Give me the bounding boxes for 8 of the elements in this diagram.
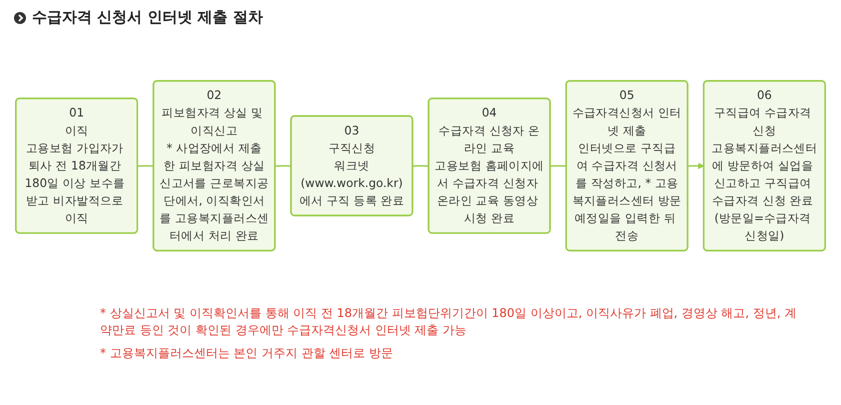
connector (138, 164, 154, 167)
connector (412, 164, 429, 167)
footnote: * 상실신고서 및 이직확인서를 통해 이직 전 18개월간 피보험단위기간이 180일 이상이고, 이직사유가 폐업, 경영상 해고, 정년, 계약만료 등인 것이 확인된 경우에만 수급자격신청서 인터넷 제출 가능 (100, 305, 798, 339)
connector (275, 164, 292, 167)
connector (550, 164, 566, 167)
arrow (688, 162, 704, 169)
title: 수급자격 신청서 인터넷 제출 절차 (32, 8, 263, 27)
footnote: * 고용복지플러스센터는 본인 거주지 관할 센터로 방문 (100, 344, 394, 362)
